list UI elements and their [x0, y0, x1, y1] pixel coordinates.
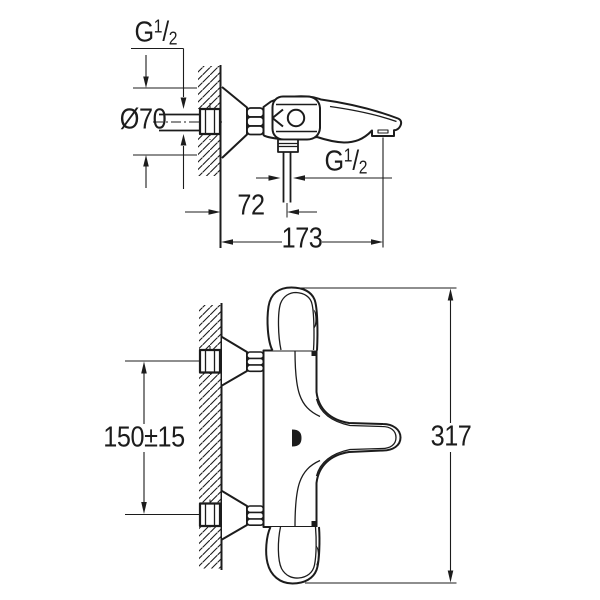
thread-prefix: G — [324, 145, 345, 178]
wall-hatch — [199, 305, 222, 569]
shower-outlet — [277, 138, 299, 218]
dim-thread-wall — [131, 47, 187, 189]
handle-grip-mark — [313, 309, 318, 329]
escutcheon-bottom — [221, 490, 248, 541]
wall-nipple — [198, 107, 222, 136]
wall-nipple-bottom — [198, 502, 222, 528]
supply-pipe — [159, 113, 200, 132]
thread-prefix: G — [134, 16, 155, 49]
thread-numerator: 1 — [153, 16, 163, 37]
union-nut — [246, 107, 265, 136]
dim-thread-outlet — [256, 175, 392, 181]
mixer-body-plan — [262, 349, 402, 528]
thread-numerator: 1 — [343, 145, 353, 166]
aerator-detail — [377, 129, 389, 134]
plan-view — [125, 286, 457, 585]
label-dim-72: 72 — [237, 189, 265, 222]
thread-denominator: 2 — [168, 28, 178, 49]
spout-inner-line — [315, 398, 397, 477]
label-dim-150: 150±15 — [103, 421, 185, 454]
extension-lines — [125, 287, 457, 584]
handle-top-plan — [266, 286, 319, 351]
handle-button — [286, 108, 306, 128]
label-dim-317: 317 — [430, 420, 472, 453]
dim-173 — [221, 137, 384, 248]
side-view — [131, 47, 403, 248]
wall-nipple-top — [198, 348, 222, 374]
body-corner-mark-top — [311, 350, 317, 356]
body-corner-mark-bottom — [311, 521, 317, 527]
wall-hatch — [198, 66, 221, 176]
body-inner-lines — [294, 350, 321, 528]
escutcheon-top — [221, 336, 248, 387]
front-button-mark — [292, 429, 302, 447]
label-dim-173: 173 — [281, 222, 323, 255]
label-thread-wall: G1/2 — [134, 15, 178, 49]
union-nut-top — [246, 351, 265, 373]
escutcheon — [221, 86, 248, 159]
label-escutcheon-diameter: Ø70 — [119, 103, 167, 136]
dim-72 — [185, 209, 317, 215]
union-nut-bottom — [246, 505, 265, 526]
handle-grip-mark — [316, 545, 320, 566]
handle-side — [271, 95, 321, 141]
spout-highlight-line — [329, 105, 397, 123]
thread-slash: / — [352, 144, 359, 176]
label-thread-outlet: G1/2 — [324, 144, 368, 178]
dim-317 — [447, 288, 454, 583]
dim-150 — [141, 361, 147, 514]
dim-escutcheon-diameter — [133, 55, 197, 188]
lever-pointer — [271, 108, 284, 128]
handle-bottom-plan — [265, 526, 321, 585]
thread-denominator: 2 — [358, 157, 368, 178]
thread-slash: / — [162, 15, 169, 47]
